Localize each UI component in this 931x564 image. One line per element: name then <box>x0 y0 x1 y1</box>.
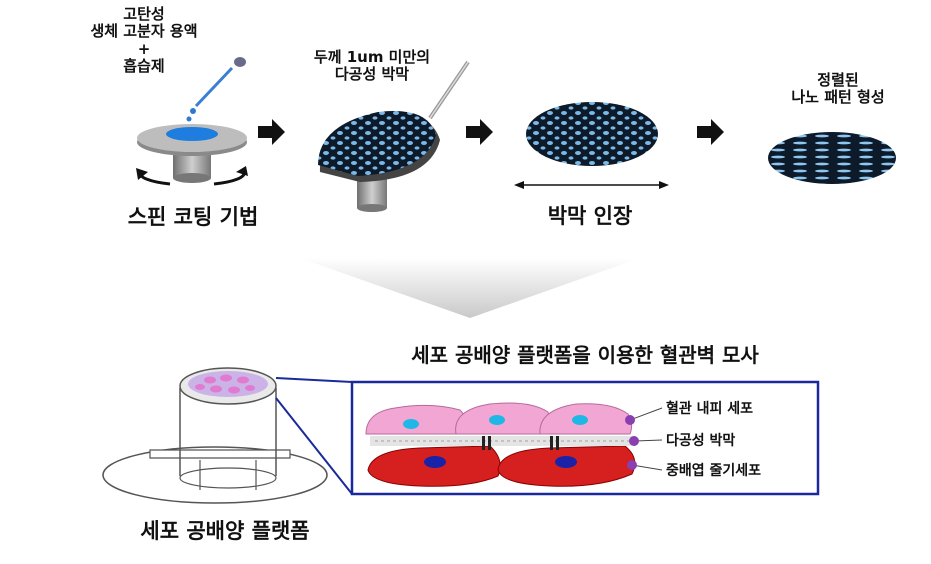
arrow-1 <box>258 119 285 145</box>
step1-line-3: + <box>137 39 151 58</box>
legend-pointers <box>625 407 663 471</box>
bottom-title: 세포 공배양 플랫폼을 이용한 혈관벽 모사 <box>411 343 759 367</box>
endothelial-layer <box>365 402 633 435</box>
step4-label: 정렬된 나노 패턴 형성 <box>768 71 908 107</box>
platform-caption: 세포 공배양 플랫폼 <box>140 519 310 543</box>
arrow-3 <box>697 119 724 145</box>
step2-line-1: 두께 1um 미만의 <box>313 48 431 66</box>
callout-line-top <box>275 377 353 383</box>
coculture-platform <box>102 367 328 504</box>
step1-label: 고탄성 생체 고분자 용액 + 흡습제 <box>74 5 214 75</box>
down-funnel-arrow <box>300 258 640 318</box>
step1-line-4: 흡습제 <box>123 56 165 75</box>
porous-membrane <box>370 436 632 450</box>
legend-stem-cell: 중배엽 줄기세포 <box>666 463 762 479</box>
arrow-2 <box>466 119 493 145</box>
aligned-pattern <box>768 132 896 184</box>
stretched-film <box>514 102 669 189</box>
step3-caption: 박막 인장 <box>547 204 633 228</box>
legend-endothelial: 혈관 내피 세포 <box>666 401 754 417</box>
step2-label: 두께 1um 미만의 다공성 박막 <box>292 48 452 84</box>
step1-line-2: 생체 고분자 용액 <box>90 22 198 41</box>
legend-membrane: 다공성 박막 <box>666 433 736 449</box>
porous-film-lift <box>318 60 470 212</box>
step1-caption: 스핀 코팅 기법 <box>127 205 259 229</box>
step4-line-2: 나노 패턴 형성 <box>791 88 885 107</box>
step4-line-1: 정렬된 <box>817 71 859 89</box>
stem-cell-layer <box>367 445 636 487</box>
step2-line-2: 다공성 박막 <box>334 65 410 84</box>
spin-coater <box>136 57 248 186</box>
step1-line-1: 고탄성 <box>123 5 165 23</box>
callout-line-bottom <box>275 397 353 495</box>
